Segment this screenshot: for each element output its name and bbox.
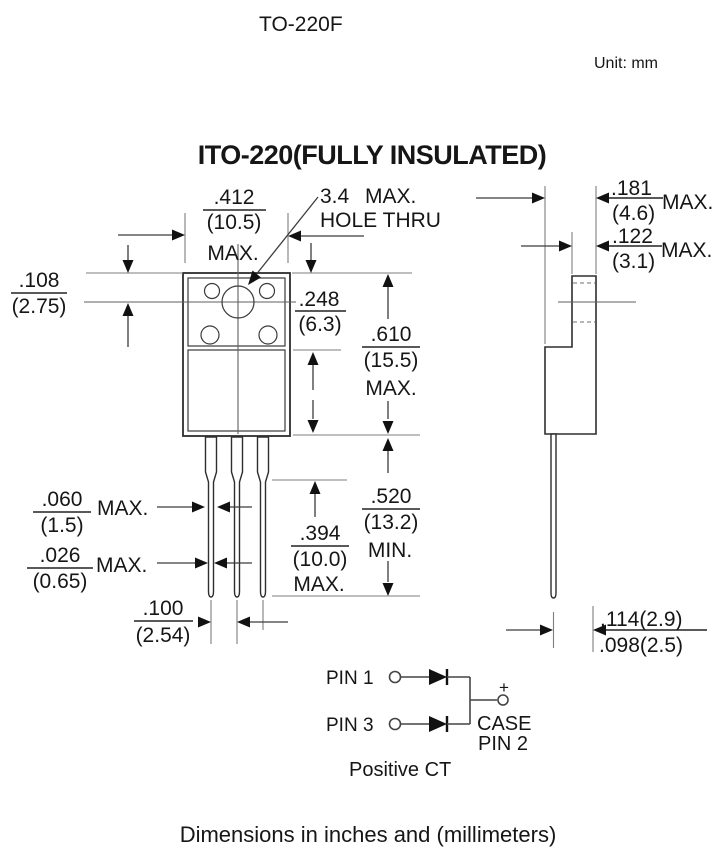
hole-label: HOLE THRU	[320, 209, 441, 232]
dim-lead-narrow-qual: MAX.	[293, 573, 344, 596]
lead-1	[204, 436, 218, 598]
dim-body-thick-qual: MAX.	[662, 191, 713, 214]
front-lower-section	[187, 349, 286, 432]
pin1-terminal	[388, 670, 402, 684]
dim-tab-thickness: .122 (3.1) MAX.	[521, 225, 712, 273]
front-body-outline	[182, 272, 291, 437]
dim-lead-narrow-w-mm: (0.65)	[33, 570, 88, 593]
case-label: CASE	[477, 713, 531, 735]
dim-body-thick-mm: (4.6)	[612, 202, 655, 225]
tab-hole-top-left	[203, 282, 221, 300]
dim-setback-upper: .114(2.9)	[600, 608, 683, 631]
case-terminal	[497, 694, 509, 706]
front-view	[84, 244, 296, 644]
dim-tab-width-qual: MAX.	[207, 242, 258, 265]
dim-hole-offset-in: .108	[19, 269, 60, 292]
lead-2	[230, 436, 244, 598]
unit-note: Unit: mm	[594, 55, 658, 72]
pin3-terminal	[388, 717, 402, 731]
dim-lead-width-upper: .060 (1.5) MAX.	[33, 488, 252, 537]
callout-hole-thru: 3.4 MAX. HOLE THRU	[248, 185, 441, 285]
dim-lead-length-mm: (13.2)	[364, 511, 419, 534]
dim-lead-narrow-in: .394	[300, 522, 341, 545]
package-title: TO-220F	[259, 13, 343, 36]
pin1-label: PIN 1	[326, 668, 374, 689]
side-view	[544, 186, 636, 652]
circuit-caption: Positive CT	[349, 759, 451, 781]
dim-lead-length-in: .520	[371, 485, 412, 508]
dim-body-height-mm: (15.5)	[364, 349, 419, 372]
dim-lead-setback: .114(2.9) .098(2.5)	[506, 608, 707, 657]
dim-tab-thick-qual: MAX.	[661, 239, 712, 262]
dim-setback-lower: .098(2.5)	[599, 634, 683, 657]
dim-lead-wide-in: .060	[42, 488, 83, 511]
dim-tab-height-in: .248	[299, 288, 340, 311]
drawing-title: ITO-220(FULLY INSULATED)	[198, 140, 547, 170]
dim-hole-offset: .108 (2.75)	[11, 245, 183, 347]
tab-hole-bottom-left	[200, 325, 220, 345]
polarity-plus: +	[499, 678, 509, 697]
diode-1-icon	[429, 669, 447, 685]
dim-lead-wide-mm: (1.5)	[40, 514, 83, 537]
dim-pitch-mm: (2.54)	[136, 624, 191, 647]
footer-note: Dimensions in inches and (millimeters)	[180, 822, 557, 847]
side-profile	[544, 275, 597, 435]
lead-3	[256, 436, 270, 598]
dim-pitch-in: .100	[143, 597, 184, 620]
front-tab-section	[187, 277, 286, 347]
dim-lead-narrow-w-in: .026	[40, 544, 81, 567]
dim-tab-thick-mm: (3.1)	[612, 250, 655, 273]
tab-hole-bottom-right	[258, 325, 278, 345]
dim-tab-width-in: .412	[214, 186, 255, 209]
hole-value: 3.4	[320, 185, 350, 208]
dim-lead-width-lower: .026 (0.65) MAX.	[27, 544, 252, 593]
side-lead	[550, 433, 557, 599]
dim-tab-height-mm: (6.3)	[298, 313, 341, 336]
hole-qual: MAX.	[365, 185, 416, 208]
dim-lead-narrow-w-qual: MAX.	[96, 554, 147, 577]
dim-tab-width-mm: (10.5)	[207, 211, 262, 234]
pin3-label: PIN 3	[326, 715, 374, 736]
tab-hole-top-right	[258, 282, 276, 300]
dim-lead-narrow-mm: (10.0)	[293, 548, 348, 571]
mounting-hole	[221, 285, 255, 319]
dim-lead-length: .520 (13.2) MIN.	[272, 438, 420, 597]
dim-body-thickness: .181 (4.6) MAX.	[476, 177, 713, 225]
dim-tab-height: .248 (6.3)	[292, 243, 420, 436]
dim-body-height-qual: MAX.	[365, 377, 416, 400]
dim-body-height: .610 (15.5) MAX.	[362, 274, 420, 434]
dim-hole-offset-mm: (2.75)	[12, 295, 67, 318]
dim-body-height-in: .610	[371, 323, 412, 346]
dim-lead-pitch: .100 (2.54)	[134, 597, 288, 647]
dim-lead-narrow-length: .394 (10.0) MAX.	[272, 479, 349, 596]
polarity-circuit: PIN 1 PIN 3 + CASE PIN 2 Positive CT	[326, 668, 531, 781]
dim-lead-length-qual: MIN.	[368, 539, 412, 562]
dim-lead-wide-qual: MAX.	[97, 497, 148, 520]
dim-tab-width: .412 (10.5) MAX.	[118, 186, 364, 265]
diode-2-icon	[429, 716, 447, 732]
case-pin-label: PIN 2	[478, 733, 528, 755]
dim-tab-thick-in: .122	[612, 225, 653, 248]
dim-body-thick-in: .181	[611, 177, 652, 200]
